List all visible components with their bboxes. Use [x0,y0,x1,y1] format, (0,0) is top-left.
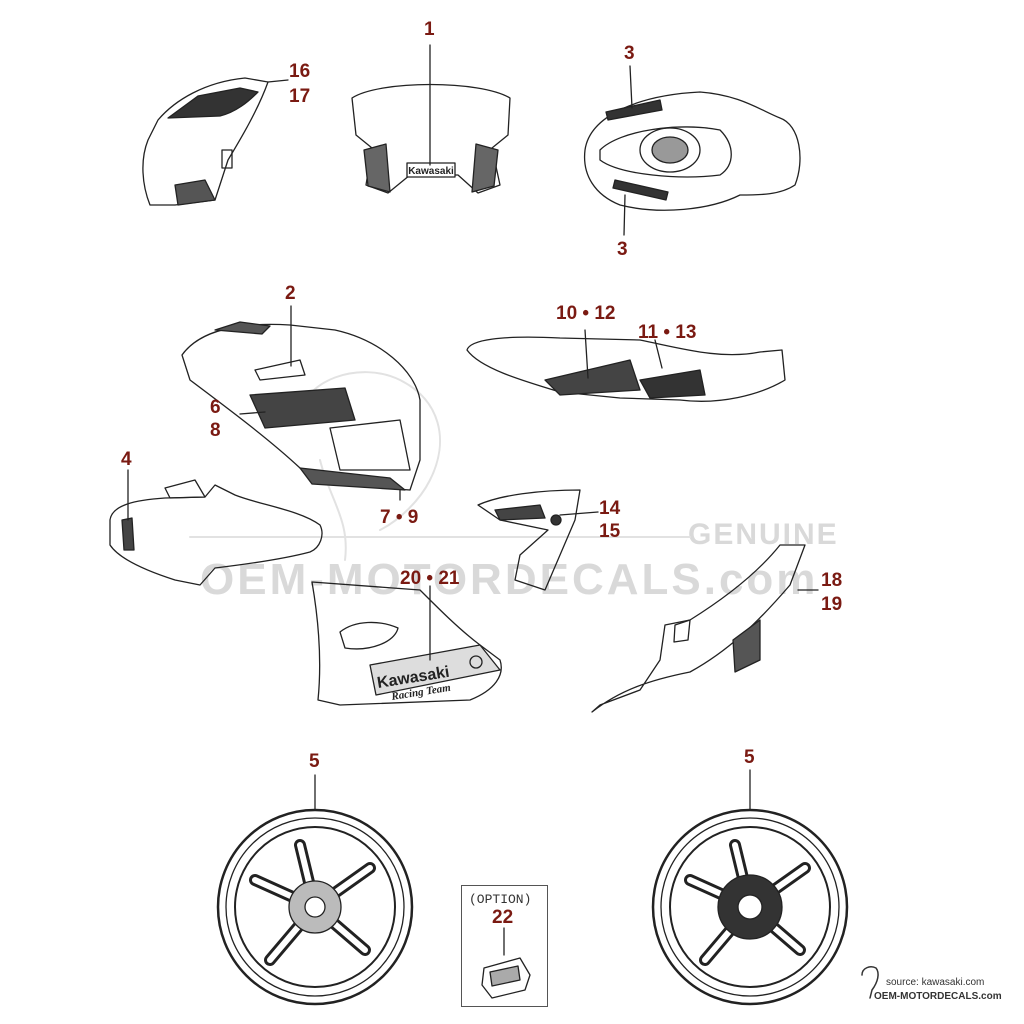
callout-11-13: 11 • 13 [638,322,697,343]
callout-10-12: 10 • 12 [556,303,616,324]
fuel-tank-part [583,65,801,236]
callout-15: 15 [599,521,621,542]
source-credit: source: kawasaki.com [886,977,985,988]
seat-cowl-part [466,329,786,402]
callout-8: 8 [210,420,221,441]
callout-19: 19 [821,594,843,615]
upper-cowl-part [142,77,289,206]
callout-4: 4 [121,449,132,470]
callout-5-left: 5 [309,751,320,772]
option-box [461,885,548,1007]
callout-14: 14 [599,498,621,519]
side-panel-part [477,489,599,591]
watermark-site: OEM-MOTORDECALS.com [200,555,819,604]
callout-3-top: 3 [624,43,635,64]
windshield-decal-text: Kawasaki [408,166,454,177]
callout-16: 16 [289,61,311,82]
callout-1: 1 [424,19,435,40]
option-label: (OPTION) [469,892,532,907]
callout-18: 18 [821,570,843,591]
callout-6: 6 [210,397,221,418]
clip-part [481,927,531,999]
callout-20-21: 20 • 21 [400,568,460,589]
side-fairing-part [181,305,421,501]
rear-wheel-part [216,774,414,1006]
callout-17: 17 [289,86,311,107]
callout-5-right: 5 [744,747,755,768]
lower-side-cover-part [591,544,819,713]
lower-fairing-part [311,581,502,706]
source-logo-icon [861,966,879,999]
watermark-genuine: GENUINE [688,518,839,551]
front-fender-part [109,469,323,586]
source-site: OEM-MOTORDECALS.com [874,991,1002,1002]
callout-2: 2 [285,283,296,304]
callout-22: 22 [492,907,514,928]
callout-7-9: 7 • 9 [380,507,419,528]
front-wheel-part [651,769,849,1006]
callout-3-bottom: 3 [617,239,628,260]
windshield-part [351,44,511,194]
